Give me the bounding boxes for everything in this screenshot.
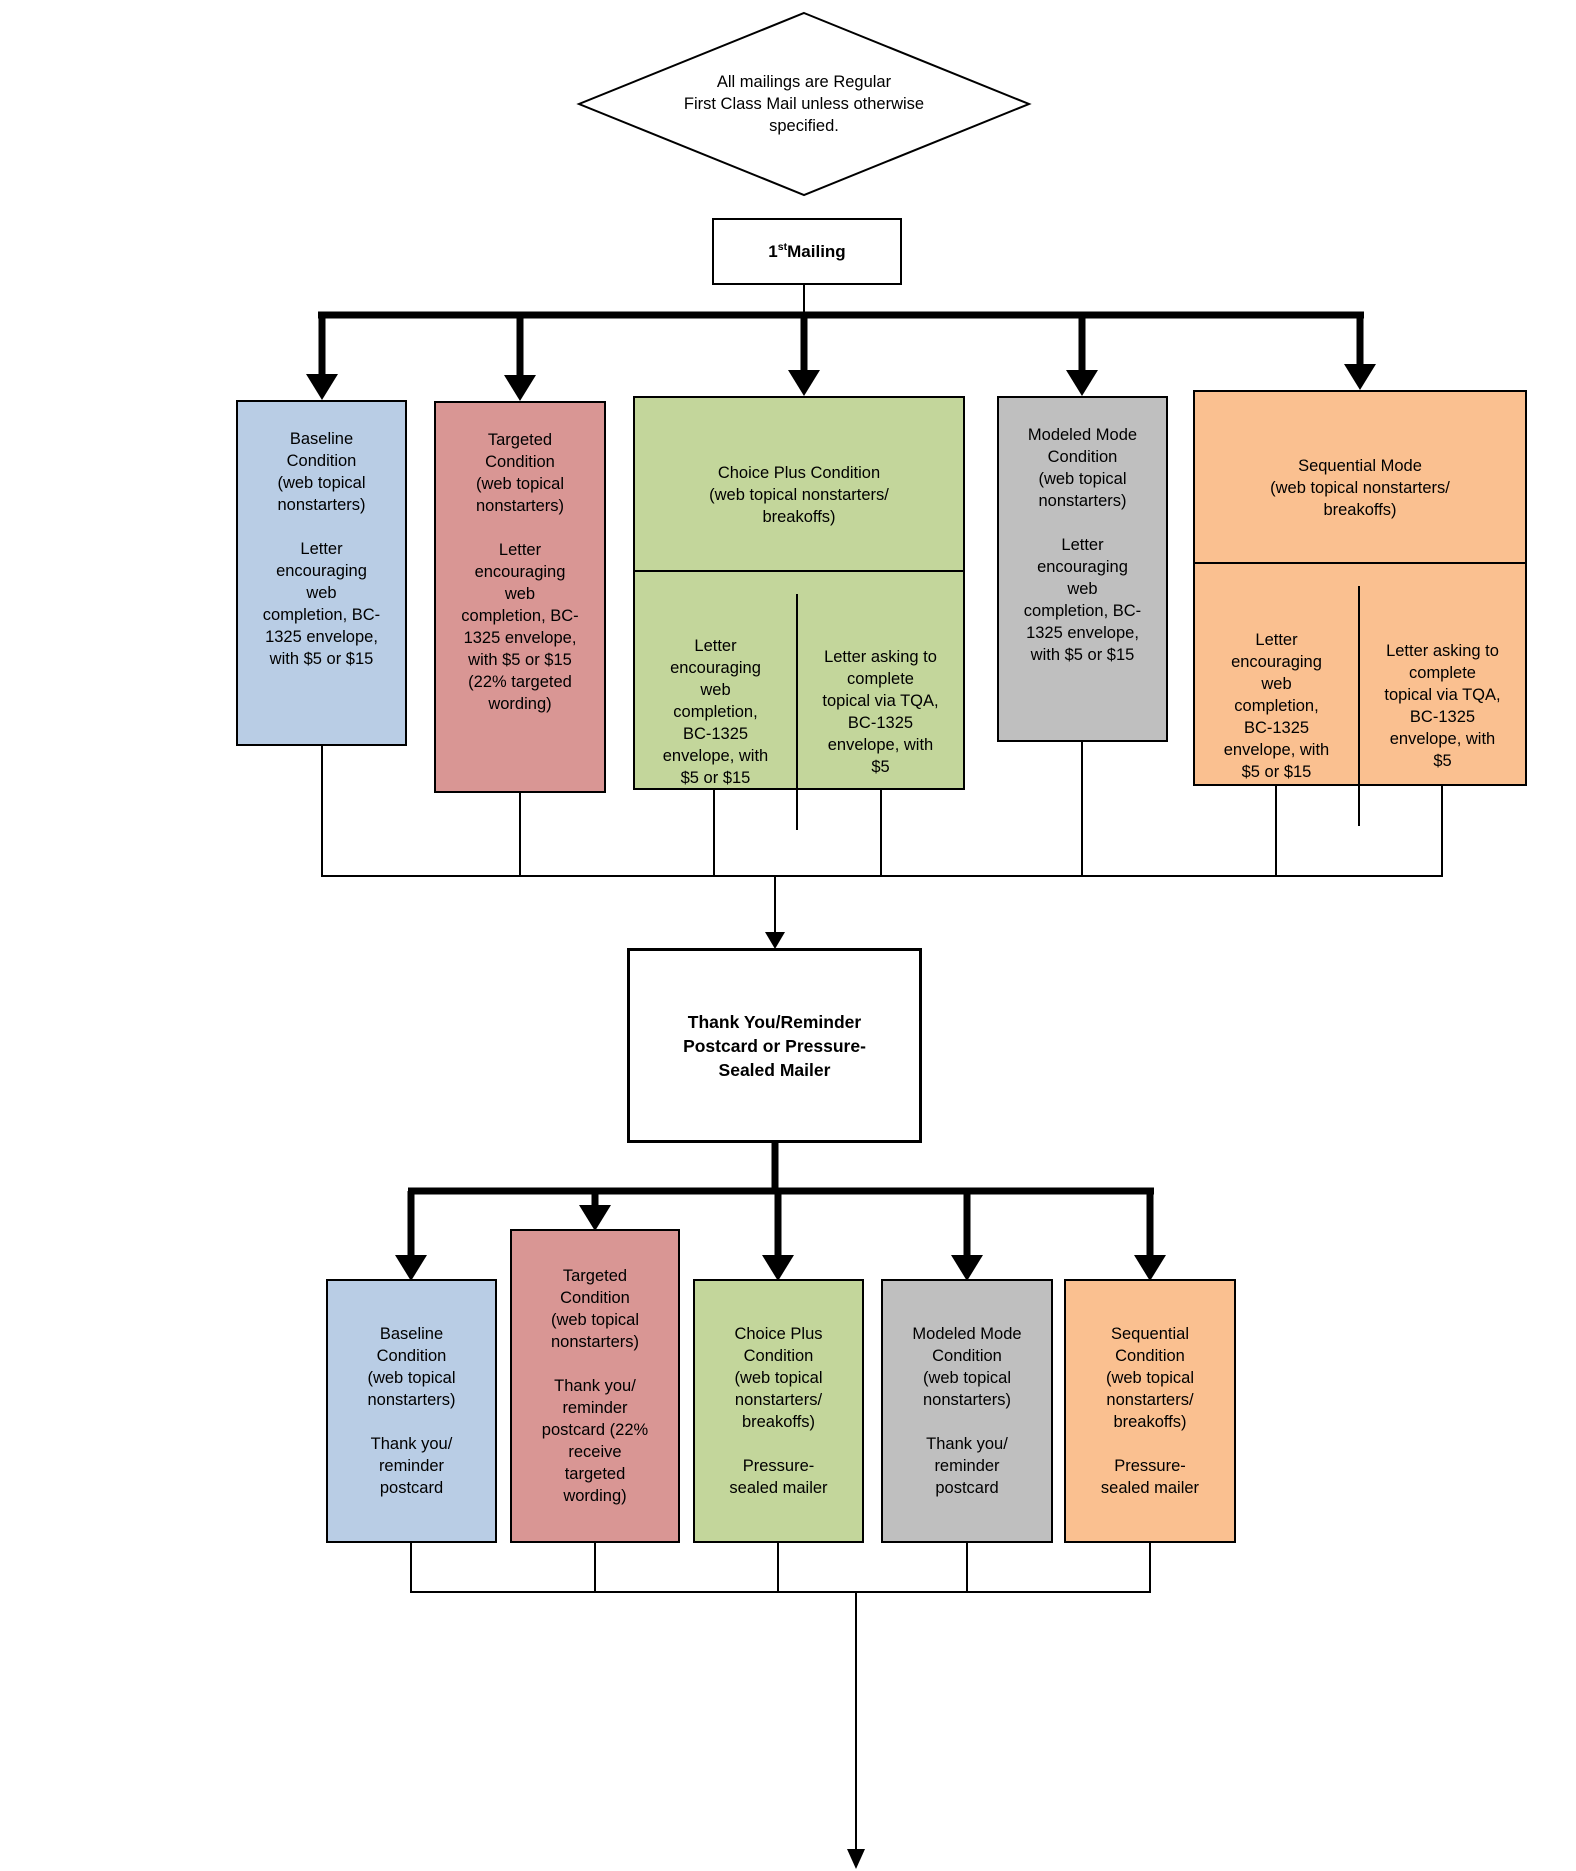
node-wave2-targeted: Targeted Condition (web topical nonstart… bbox=[510, 1229, 680, 1543]
node-wave1-choice-plus-tqa-letter: Letter asking to complete topical via TQ… bbox=[822, 648, 939, 776]
note-diamond-label: All mailings are Regular First Class Mai… bbox=[683, 73, 925, 135]
arrow-wave2-baseline bbox=[395, 1191, 427, 1281]
arrow-wave1-baseline bbox=[306, 315, 338, 400]
arrow-wave2-targeted bbox=[579, 1191, 611, 1231]
arrow-wave1-choice-plus bbox=[788, 315, 820, 396]
node-wave2-baseline: Baseline Condition (web topical nonstart… bbox=[326, 1279, 497, 1543]
node-wave1-choice-plus-header: Choice Plus Condition (web topical nonst… bbox=[635, 420, 963, 572]
arrow-wave2-modeled bbox=[951, 1191, 983, 1281]
node-thank-you-reminder: Thank You/Reminder Postcard or Pressure-… bbox=[627, 948, 922, 1143]
arrow-to-thank-you bbox=[765, 876, 785, 949]
node-wave1-sequential-web-letter: Letter encouraging web completion, BC-13… bbox=[1195, 586, 1360, 826]
node-wave2-modeled: Modeled Mode Condition (web topical nons… bbox=[881, 1279, 1053, 1543]
arrow-continue-flow bbox=[847, 1592, 865, 1869]
node-wave1-sequential: Sequential Mode (web topical nonstarters… bbox=[1193, 390, 1527, 826]
arrow-wave1-modeled bbox=[1066, 315, 1098, 396]
first-mailing-ordinal: st bbox=[777, 240, 788, 253]
arrow-wave1-sequential bbox=[1344, 315, 1376, 390]
arrow-wave2-choice-plus bbox=[762, 1191, 794, 1281]
node-wave1-sequential-header: Sequential Mode (web topical nonstarters… bbox=[1195, 414, 1525, 564]
node-wave1-choice-plus: Choice Plus Condition (web topical nonst… bbox=[633, 396, 965, 830]
node-wave1-choice-plus-web-letter: Letter encouraging web completion, BC-13… bbox=[635, 594, 798, 830]
node-wave1-modeled: Modeled Mode Condition (web topical nons… bbox=[997, 396, 1168, 742]
arrow-wave2-sequential bbox=[1134, 1191, 1166, 1281]
first-mailing-word: Mailing bbox=[787, 241, 846, 261]
node-wave1-baseline: Baseline Condition (web topical nonstart… bbox=[236, 400, 407, 746]
node-wave1-sequential-tqa-letter: Letter asking to complete topical via TQ… bbox=[1384, 642, 1501, 770]
node-wave1-targeted: Targeted Condition (web topical nonstart… bbox=[434, 401, 606, 793]
arrow-wave1-targeted bbox=[504, 315, 536, 401]
first-mailing-number: 1 bbox=[768, 241, 778, 261]
node-wave2-sequential: Sequential Condition (web topical nonsta… bbox=[1064, 1279, 1236, 1543]
wave2-collector-lines bbox=[410, 1543, 1151, 1593]
node-wave2-choice-plus: Choice Plus Condition (web topical nonst… bbox=[693, 1279, 864, 1543]
